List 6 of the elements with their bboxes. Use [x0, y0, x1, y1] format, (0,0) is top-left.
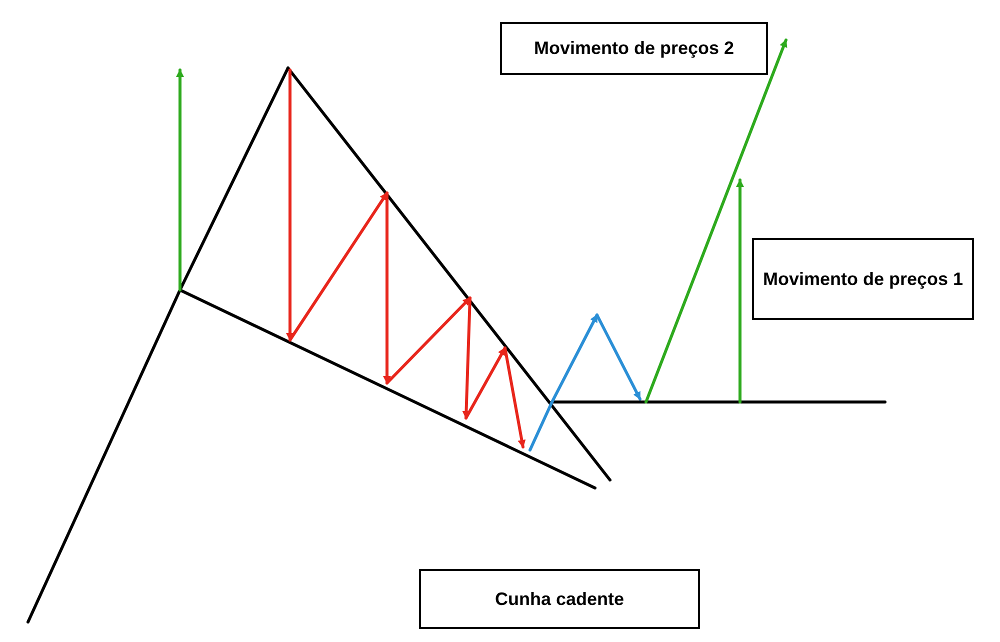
label-box: [419, 569, 700, 629]
label-text: Movimento de preços 1: [762, 268, 964, 291]
label-box: [500, 22, 768, 75]
label-text: Movimento de preços 2: [534, 37, 734, 60]
label-box: [752, 238, 974, 320]
label-text: Cunha cadente: [494, 588, 624, 611]
